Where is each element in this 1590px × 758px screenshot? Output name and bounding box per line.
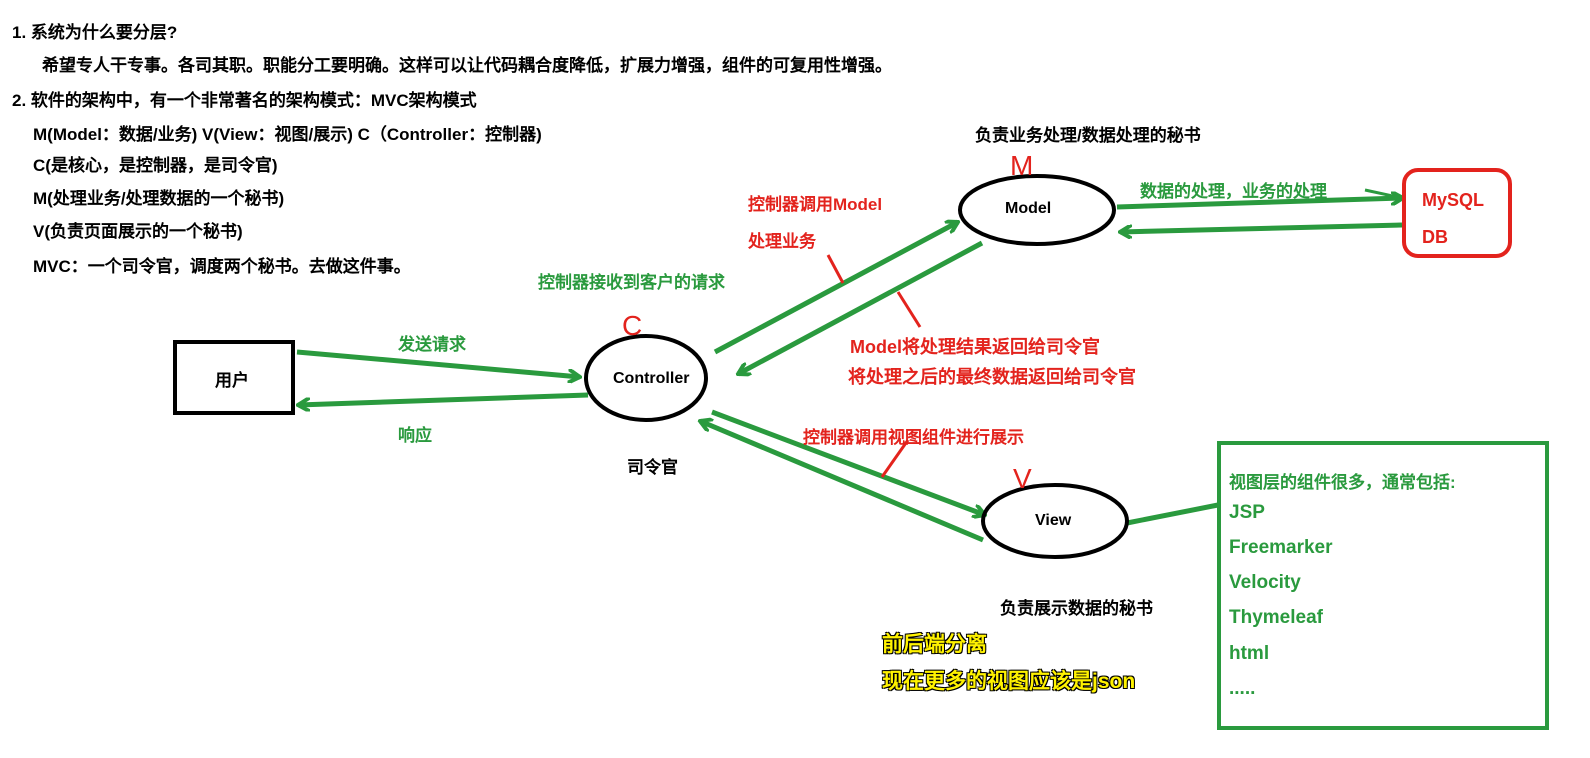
view-letter: V [1013, 463, 1032, 494]
view-box-title: 视图层的组件很多，通常包括: [1229, 473, 1456, 492]
note-m: M(处理业务/处理数据的一个秘书) [33, 189, 285, 208]
arrow-user-to-controller [296, 349, 580, 377]
db-box [1402, 168, 1512, 258]
model-ellipse [958, 174, 1116, 246]
user-label: 用户 [215, 371, 249, 390]
model-label: Model [1005, 200, 1052, 217]
controller-letter: C [622, 310, 643, 341]
send-label: 发送请求 [398, 335, 466, 354]
callout-model-return [896, 291, 922, 328]
call-view-label: 控制器调用视图组件进行展示 [803, 428, 1024, 447]
callout-call-view [880, 439, 910, 478]
note-heading-2: 2. 软件的架构中，有一个非常著名的架构模式：MVC架构模式 [12, 91, 477, 110]
call-model-label: 控制器调用Model [748, 195, 883, 214]
view-caption: 负责展示数据的秘书 [1000, 599, 1153, 618]
highlight-note-2: 现在更多的视图应该是json [882, 670, 1136, 693]
note-heading-1: 1. 系统为什么要分层? [12, 23, 178, 42]
view-item: Velocity [1229, 572, 1301, 593]
view-ellipse [981, 483, 1129, 559]
note-v: V(负责页面展示的一个秘书) [33, 222, 243, 241]
note-c: C(是核心，是控制器，是司令官) [33, 156, 278, 175]
arrow-controller-to-model [713, 222, 958, 355]
db-label-db: DB [1422, 227, 1448, 247]
note-text: 希望专人干专事。各司其职。职能分工要明确。这样可以让代码耦合度降低，扩展力增强，… [42, 56, 892, 75]
controller-caption: 司令官 [627, 458, 678, 477]
call-model-label-2: 处理业务 [748, 232, 816, 251]
view-components-box [1217, 441, 1549, 730]
note-mvc-def: M(Model：数据/业务) V(View：视图/展示) C（Controlle… [33, 125, 542, 144]
arrow-view-to-controller [700, 421, 984, 543]
response-label: 响应 [398, 426, 432, 445]
view-item: Freemarker [1229, 537, 1333, 558]
model-return-label: Model将处理结果返回给司令官 [850, 337, 1100, 357]
connector-view-to-list [1126, 502, 1219, 526]
highlight-note-1: 前后端分离 [882, 633, 987, 656]
controller-ellipse [584, 334, 708, 422]
model-letter: M [1010, 150, 1034, 181]
model-return-label-2: 将处理之后的最终数据返回给司令官 [848, 367, 1136, 387]
model-caption: 负责业务处理/数据处理的秘书 [975, 126, 1201, 145]
db-process-label: 数据的处理，业务的处理 [1140, 182, 1327, 201]
arrow-controller-to-user [298, 392, 589, 405]
callout-call-model [826, 254, 845, 284]
arrow-model-to-controller [738, 240, 984, 374]
arrow-model-to-db [1116, 198, 1403, 210]
arrow-db-to-model [1120, 222, 1403, 232]
view-label: View [1035, 512, 1072, 529]
arrow-controller-to-view [711, 409, 985, 515]
receive-label: 控制器接收到客户的请求 [538, 273, 725, 292]
note-mvc: MVC：一个司令官，调度两个秘书。去做这件事。 [33, 257, 411, 276]
view-item: html [1229, 643, 1270, 664]
view-item: ..... [1229, 678, 1256, 699]
controller-label: Controller [613, 370, 690, 387]
view-item: Thymeleaf [1229, 607, 1323, 628]
user-box [173, 340, 295, 415]
view-item: JSP [1229, 502, 1265, 523]
db-label-mysql: MySQL [1422, 190, 1485, 210]
